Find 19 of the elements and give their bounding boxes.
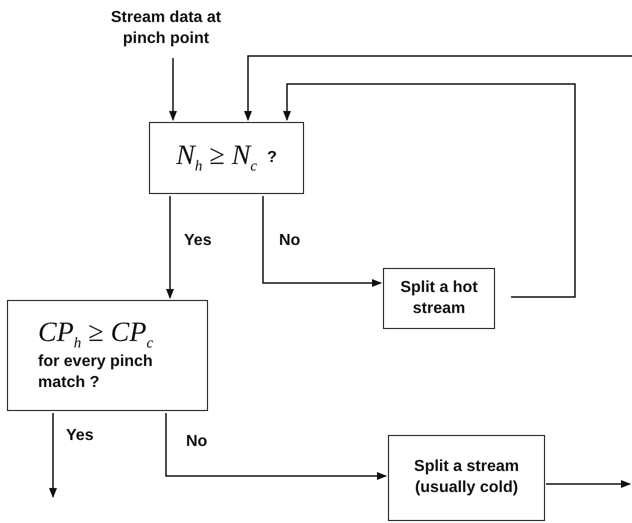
arrow	[283, 83, 576, 298]
arrow	[262, 196, 382, 287]
condition-text: for every pinch match ?	[38, 352, 154, 393]
process-text: Split a hot stream	[399, 278, 479, 318]
arrow	[49, 413, 57, 498]
arrow	[169, 58, 177, 121]
question-mark: ?	[267, 148, 277, 168]
arrow	[546, 480, 631, 488]
process-text: Split a stream (usually cold)	[413, 457, 520, 498]
process-box	[7, 300, 208, 411]
formula-text: N$_{h}$ ≥ N$_{c}$	[176, 140, 258, 176]
formula-text: CP$_{h}$ ≥ CP$_{c}$	[38, 318, 154, 352]
process-box	[149, 122, 304, 194]
start-label: Stream data at pinch point	[110, 8, 222, 49]
arrow	[244, 55, 632, 121]
process-box	[383, 268, 495, 329]
arrow	[166, 196, 174, 299]
arrow	[165, 413, 387, 480]
process-box	[388, 435, 545, 521]
